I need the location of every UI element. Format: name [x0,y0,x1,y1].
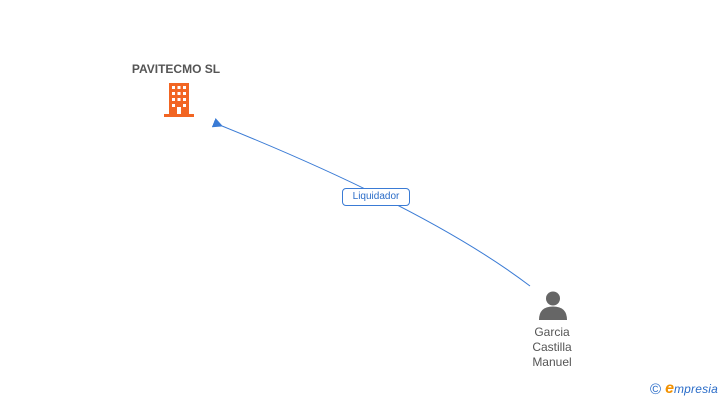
person-icon[interactable] [538,290,568,320]
person-name[interactable]: Garcia Castilla Manuel [512,325,592,370]
building-icon[interactable] [162,82,196,118]
person-name-line-3: Manuel [532,355,572,369]
company-name[interactable]: PAVITECMO SL [131,62,221,76]
person-name-line-1: Garcia [534,325,570,339]
edge-label-liquidador[interactable]: Liquidador [342,188,410,206]
edge-liquidador-line [211,117,531,287]
brand-name: mpresia [673,382,719,396]
copyright-icon: © [650,380,662,398]
person-name-line-2: Castilla [532,340,572,354]
empresia-logo[interactable]: © e mpresia [650,379,718,399]
brand-initial: e [665,380,674,397]
